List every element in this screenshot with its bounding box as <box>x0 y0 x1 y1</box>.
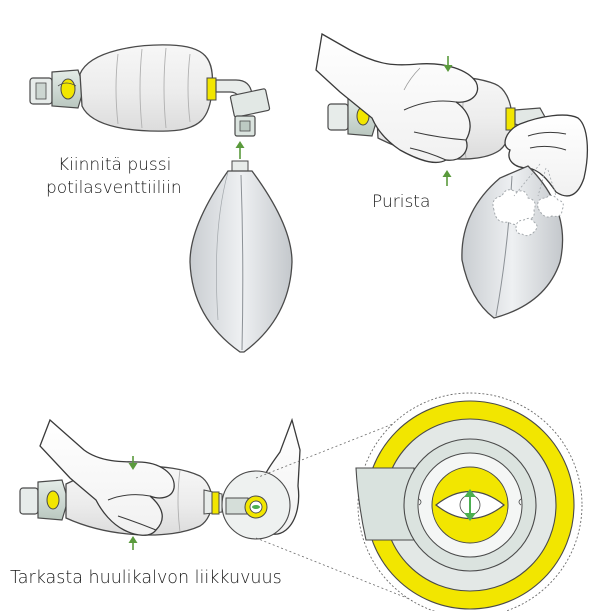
caption-attach-line2: potilasventtiiliin <box>46 178 182 198</box>
arrow-up-icon <box>236 141 245 159</box>
arrow-up-icon <box>443 170 452 186</box>
patient-valve <box>235 116 255 136</box>
reservoir-bag <box>190 161 292 352</box>
caption-squeeze: Purista <box>372 192 430 212</box>
patient-valve <box>222 471 290 539</box>
arrow-up-icon <box>129 536 138 550</box>
panel-check: Tarkasta huulikalvon liikkuvuus <box>10 393 582 611</box>
squeezing-hand <box>316 34 478 162</box>
bag-body <box>80 45 213 131</box>
panel-attach: Kiinnitä pussi potilasventtiiliin <box>30 45 292 352</box>
caption-attach-line1: Kiinnitä pussi <box>58 155 171 175</box>
valve-detail-magnified <box>356 393 582 611</box>
caption-check: Tarkasta huulikalvon liikkuvuus <box>10 568 282 588</box>
panel-squeeze: Purista <box>316 34 587 318</box>
mask-connector <box>30 70 84 108</box>
